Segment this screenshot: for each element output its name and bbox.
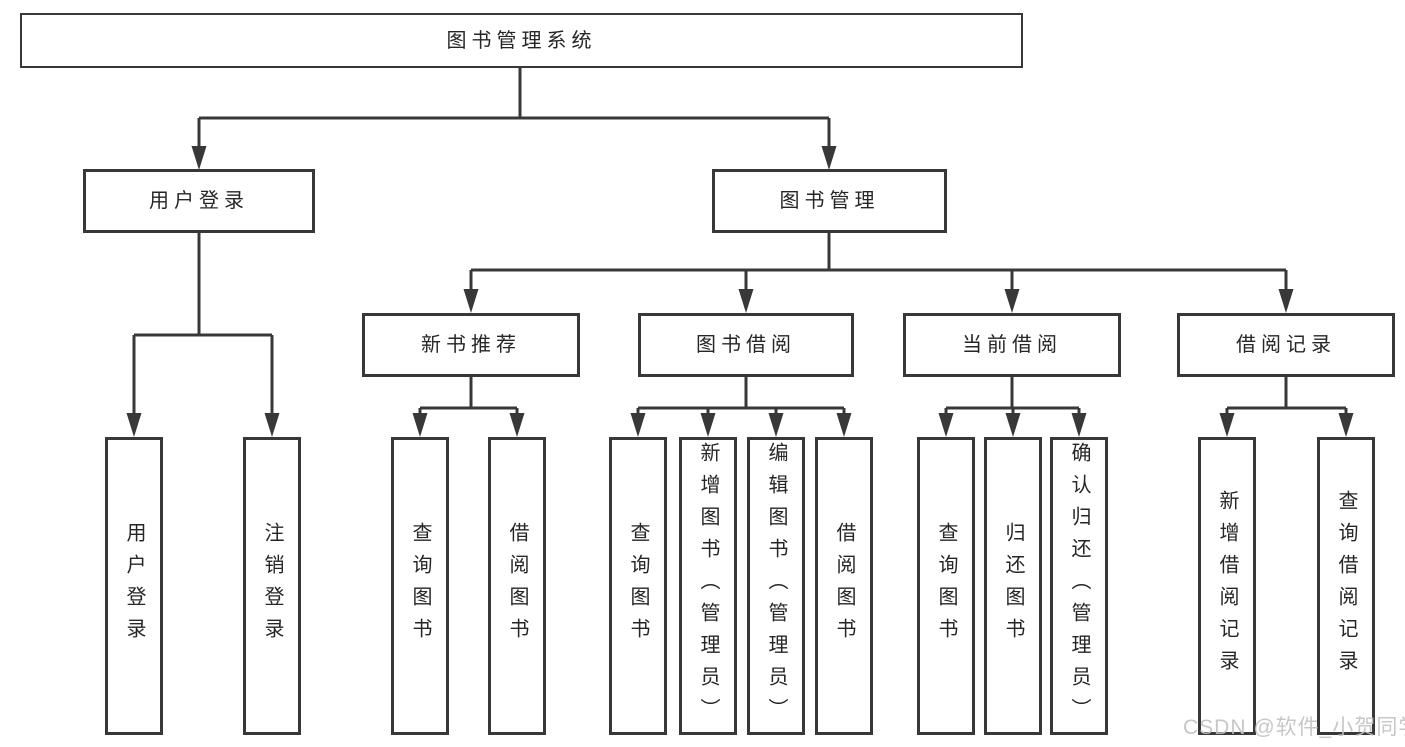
node-root-system: 图书管理系统 <box>20 13 1023 68</box>
connector-records-to-leaves <box>1219 377 1354 437</box>
node-current-borrow: 当前借阅 <box>903 313 1121 377</box>
leaf-confirm-return-admin: 确认归还（管理员） <box>1050 437 1108 735</box>
node-new-book-recommend: 新书推荐 <box>362 313 580 377</box>
connector-book-management-to-level3 <box>463 233 1294 313</box>
leaf-borrow-book: 借阅图书 <box>815 437 873 735</box>
leaf-return-book: 归还图书 <box>984 437 1042 735</box>
node-borrow-records: 借阅记录 <box>1177 313 1395 377</box>
connector-borrow-to-leaves <box>630 377 852 437</box>
node-book-borrow: 图书借阅 <box>638 313 854 377</box>
leaf-query-book-current: 查询图书 <box>917 437 975 735</box>
connector-recommend-to-leaves <box>412 377 525 437</box>
leaf-edit-book-admin: 编辑图书（管理员） <box>747 437 805 735</box>
leaf-add-book-admin: 新增图书（管理员） <box>679 437 737 735</box>
leaf-borrow-book-recommend: 借阅图书 <box>488 437 546 735</box>
connector-current-to-leaves <box>938 377 1087 437</box>
connector-root-to-level2 <box>191 68 837 170</box>
leaf-query-borrow-record: 查询借阅记录 <box>1317 437 1375 735</box>
csdn-watermark: CSDN @软件_小贺同学 <box>1183 716 1405 739</box>
node-user-login: 用户登录 <box>83 169 315 233</box>
leaf-query-book-recommend: 查询图书 <box>391 437 449 735</box>
leaf-logout: 注销登录 <box>243 437 301 735</box>
leaf-add-borrow-record: 新增借阅记录 <box>1198 437 1256 735</box>
leaf-query-book-borrow: 查询图书 <box>609 437 667 735</box>
leaf-user-login: 用户登录 <box>105 437 163 735</box>
node-book-management: 图书管理 <box>712 169 947 233</box>
connector-user-login-to-leaves <box>126 233 280 437</box>
